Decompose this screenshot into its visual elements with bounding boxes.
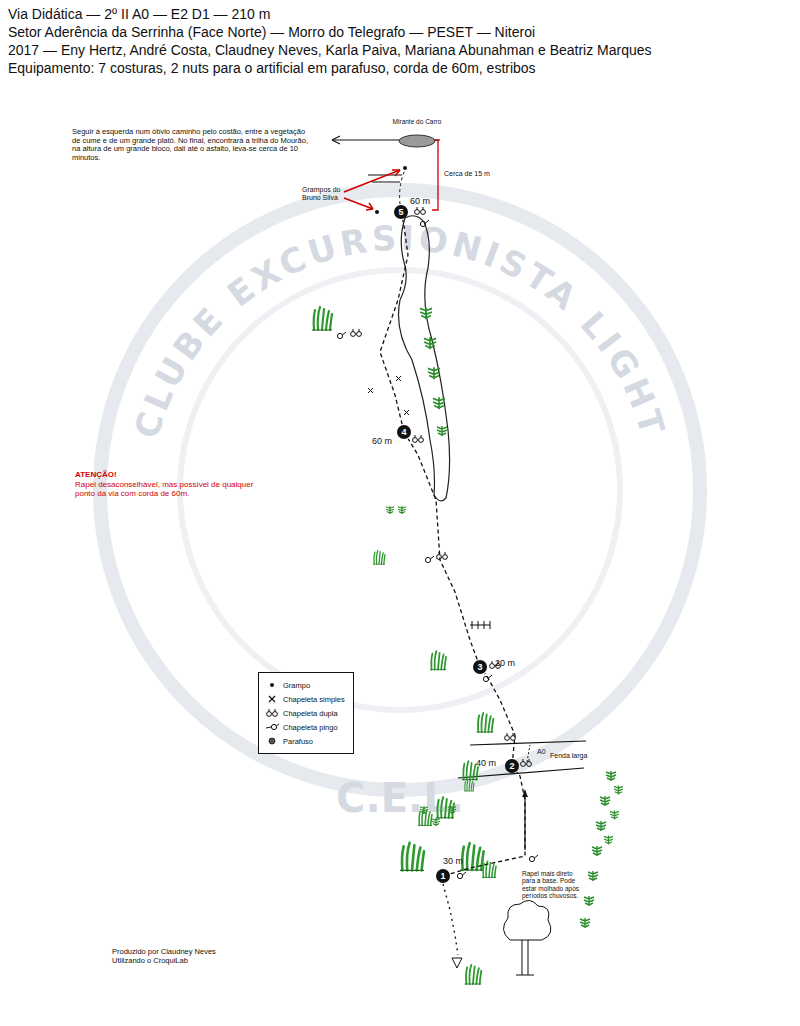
title: Via Didática — 2º II A0 — E2 D1 — 210 m <box>8 6 270 22</box>
legend-text: Chapeleta pingo <box>283 723 338 732</box>
belay-number: 5 <box>394 205 408 219</box>
legend-text: Chapeleta dupla <box>283 709 338 718</box>
legend-text: Parafuso <box>283 737 313 746</box>
legend-symbol <box>271 723 279 730</box>
legend-text: Chapeleta simples <box>283 695 345 704</box>
vegetation <box>610 810 619 819</box>
legend-row: Chapeleta simples <box>265 692 345 706</box>
legend-symbol <box>266 727 271 728</box>
legend-row: Parafuso <box>265 734 345 748</box>
vegetation <box>592 846 602 856</box>
legend-symbol <box>269 738 275 744</box>
viewpoint-shape <box>399 135 435 147</box>
vegetation <box>614 785 623 794</box>
belay-number: 2 <box>505 759 519 773</box>
legend-symbol <box>265 694 279 704</box>
belay-text: 3 <box>477 662 482 672</box>
vegetation <box>580 918 590 928</box>
belay-text: 4 <box>401 427 406 437</box>
belay-text: 5 <box>398 207 403 217</box>
vegetation <box>588 871 598 881</box>
legend-symbol <box>270 683 274 687</box>
route-note: 40 m <box>476 758 496 768</box>
belay-number: 3 <box>473 660 487 674</box>
vegetation <box>437 426 447 436</box>
legend-symbol <box>265 708 279 718</box>
warning-note: Rapel desaconselhável, mas possível de q… <box>75 480 265 498</box>
vegetation <box>420 307 432 319</box>
legend-symbol <box>265 680 279 690</box>
warning-note: ATENÇÃO! <box>75 470 117 479</box>
route-line <box>408 439 477 660</box>
legend-row: Grampo <box>265 678 345 692</box>
belay-text: 1 <box>440 871 445 881</box>
legend-symbol <box>265 736 279 746</box>
route-note: Cerca de 15 m <box>444 170 490 178</box>
legend-row: Chapeleta pingo <box>265 720 345 734</box>
route-note: A0 <box>537 748 546 756</box>
vegetation <box>432 818 440 826</box>
route-note: 60 m <box>372 436 392 446</box>
legend-symbol <box>267 709 278 716</box>
belay-number: 1 <box>436 869 450 883</box>
legend-symbol <box>269 696 275 702</box>
vegetation <box>386 506 394 514</box>
legend-text: Grampo <box>283 681 310 690</box>
belay-text: 2 <box>509 761 514 771</box>
viewpoint-oval: Mirante do Carro <box>385 118 449 150</box>
route-line <box>380 220 408 424</box>
vegetation <box>584 896 594 906</box>
legend-box: GrampoChapeleta simplesChapeleta duplaCh… <box>258 672 354 754</box>
vegetation <box>604 835 613 844</box>
legend-row: Chapeleta dupla <box>265 706 345 720</box>
header-line: 2017 — Eny Hertz, André Costa, Claudney … <box>8 42 652 58</box>
route-note: Grampos do Bruno Silva <box>302 186 342 202</box>
legend-symbol <box>265 722 279 732</box>
belay-number: 4 <box>397 425 411 439</box>
route-note: Produzido por Claudney Neves Utilizando … <box>112 948 224 965</box>
watermark-text: C.E.L. <box>336 775 464 821</box>
vegetation <box>433 397 445 409</box>
vegetation <box>398 506 406 514</box>
route-note: 30 m <box>443 856 463 866</box>
route-note: Rapel mais direto para a base. Pode esta… <box>522 870 586 900</box>
vegetation <box>448 806 456 814</box>
route-note: 60 m <box>410 196 430 206</box>
route-note: Seguir à esquerda num óbvio caminho pelo… <box>72 128 310 163</box>
route-line <box>485 674 515 759</box>
header-line: Equipamento: 7 costuras, 2 nuts para o a… <box>8 60 536 76</box>
header-line: Setor Aderência da Serrinha (Face Norte)… <box>8 24 535 40</box>
vegetation <box>596 821 606 831</box>
route-note: Fenda larga <box>550 752 587 760</box>
vegetation <box>428 367 440 379</box>
route-note: 20 m <box>495 658 515 668</box>
vegetation <box>606 771 616 781</box>
vegetation <box>420 806 428 814</box>
place-name: Mirante do Carro <box>385 118 449 125</box>
vegetation <box>600 796 610 806</box>
vegetation <box>424 337 436 349</box>
